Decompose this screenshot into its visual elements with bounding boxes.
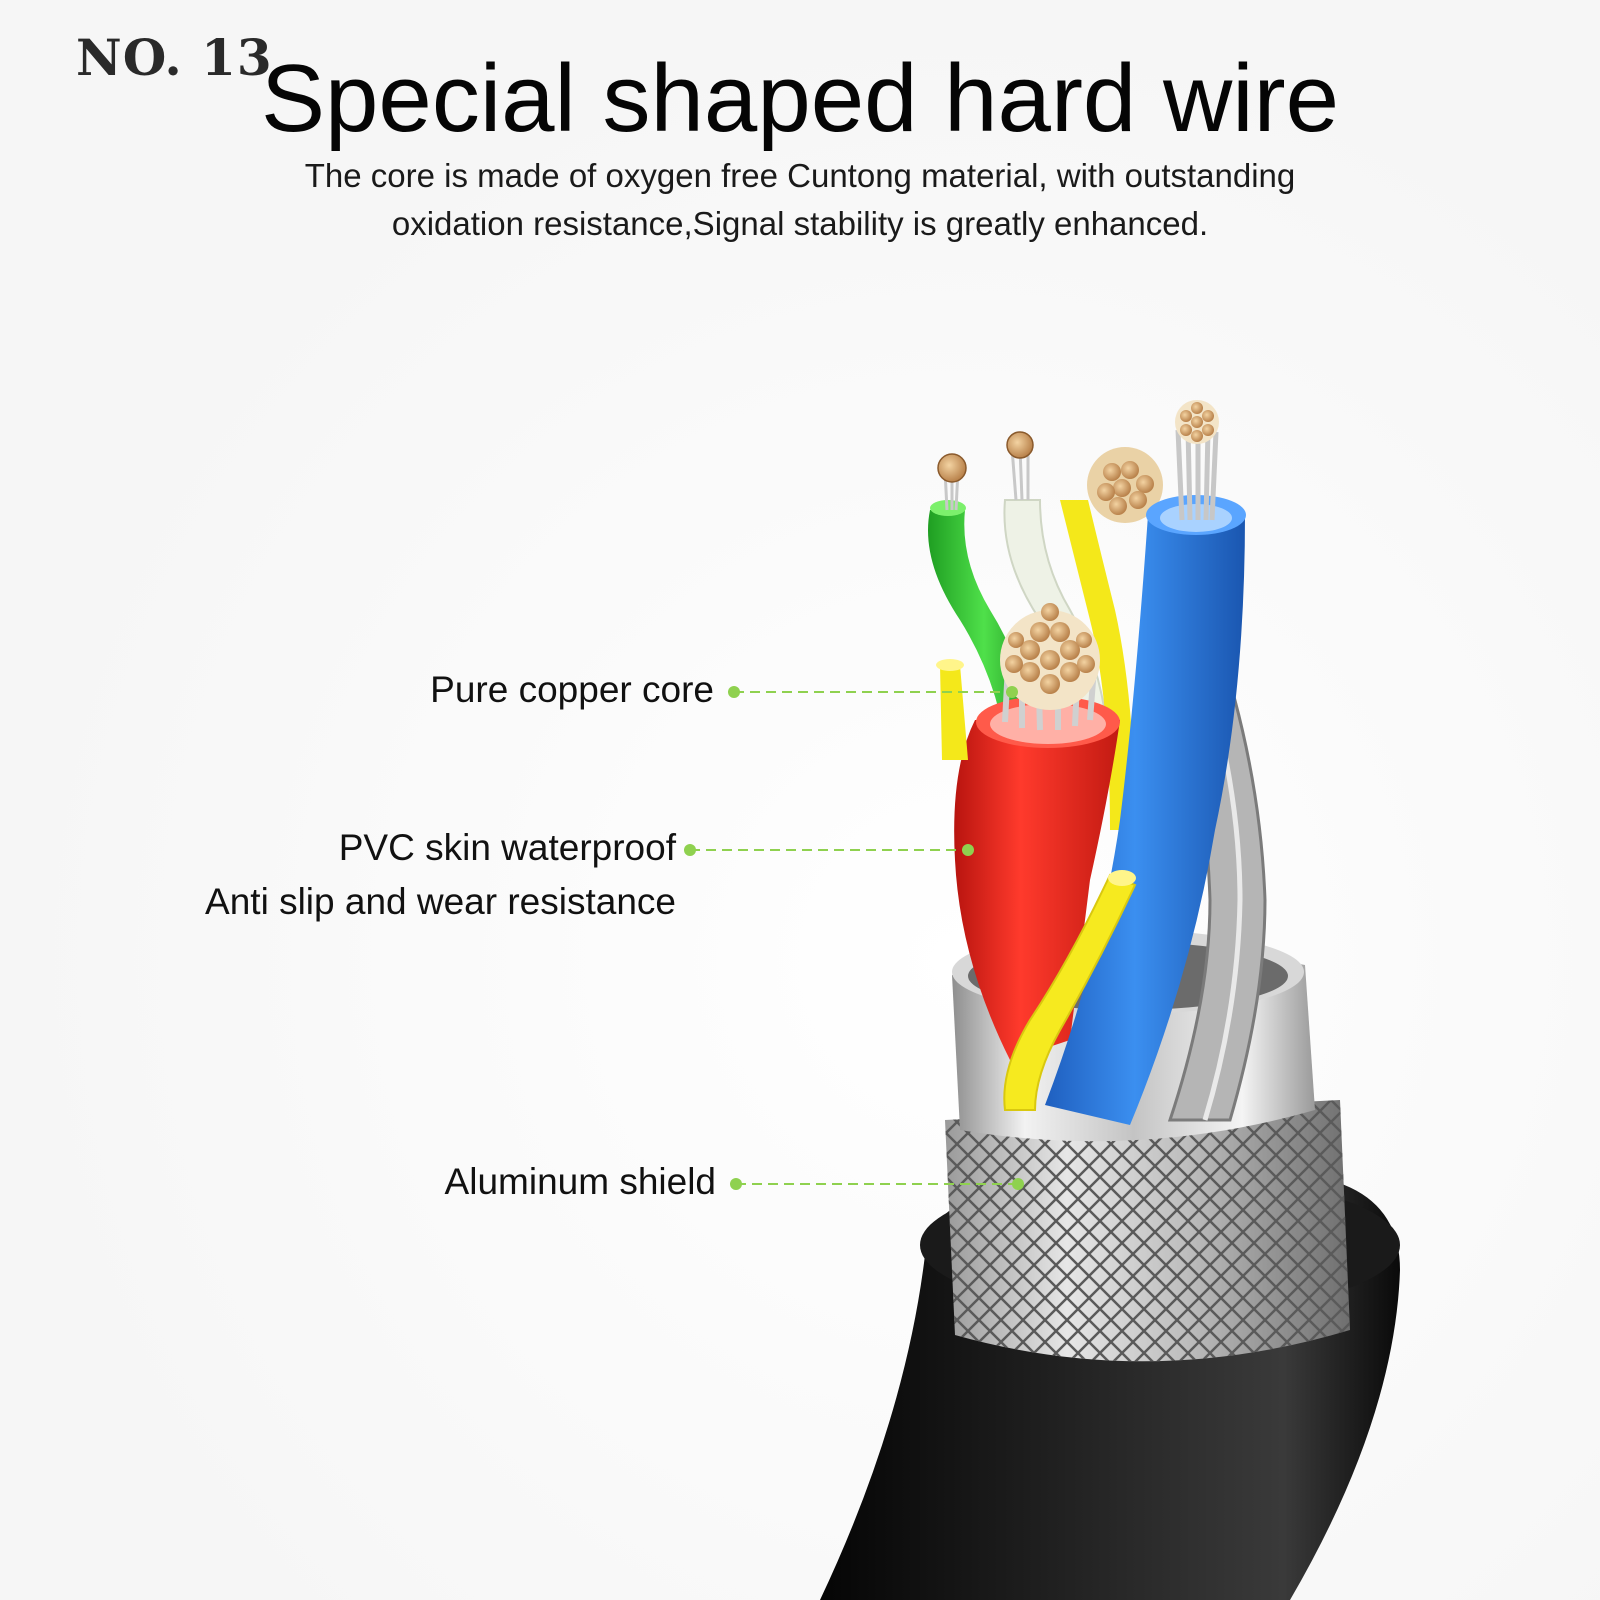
leader-dot-copper-end [1006, 686, 1018, 698]
callout-anti-slip: Anti slip and wear resistance [205, 881, 676, 922]
leader-dot-pvc-end [962, 844, 974, 856]
copper-core [1000, 603, 1100, 710]
red-wire [954, 720, 1120, 1060]
leader-lines [690, 691, 1018, 1185]
yellow-stub [940, 665, 968, 760]
callout-pvc-skin: PVC skin waterproof [338, 827, 676, 868]
leader-dot-pvc [684, 844, 696, 856]
callout-pure-copper-core: Pure copper core [430, 669, 714, 710]
callout-aluminum-shield: Aluminum shield [444, 1161, 716, 1202]
leader-dot-copper [728, 686, 740, 698]
leader-dot-shield [730, 1178, 742, 1190]
subtitle-line-1: The core is made of oxygen free Cuntong … [304, 157, 1296, 194]
page-title: Special shaped hard wire [261, 45, 1339, 152]
subtitle-line-2: oxidation resistance,Signal stability is… [391, 205, 1209, 242]
subtitle: The core is made of oxygen free Cuntong … [200, 152, 1400, 248]
yellow-wire-back [1060, 500, 1135, 830]
blue-copper-tip [1175, 400, 1219, 444]
number-badge: NO. 13 [76, 28, 273, 87]
leader-dot-shield-end [1012, 1178, 1024, 1190]
yellow-wire-front [1003, 873, 1137, 1111]
copper-bundle-back [1087, 447, 1163, 523]
blue-wire [1045, 515, 1245, 1125]
